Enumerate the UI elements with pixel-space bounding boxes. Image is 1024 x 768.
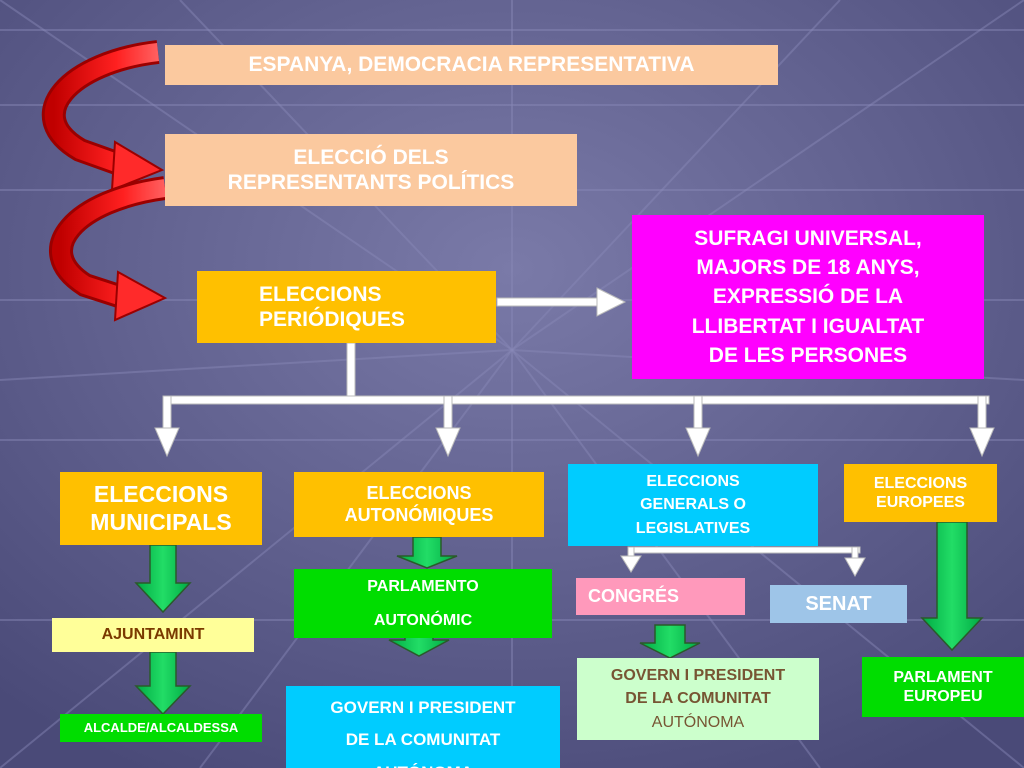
sufragi-text-5: DE LES PERSONES <box>708 344 908 368</box>
municipals-text-2: MUNICIPALS <box>90 508 232 535</box>
govern-auto-text-1: GOVERN I PRESIDENT <box>330 698 516 717</box>
europees-text-1: ELECCIONS <box>873 474 968 492</box>
congres-box: CONGRÉS <box>576 578 745 615</box>
govern-gen-text-2: DE LA COMUNITAT <box>625 690 771 708</box>
govern-gen-box: GOVERN I PRESIDENT DE LA COMUNITAT AUTÓN… <box>577 658 819 740</box>
congres-text: CONGRÉS <box>588 586 680 606</box>
municipals-text-1: ELECCIONS <box>93 480 229 507</box>
senat-box: SENAT <box>770 585 907 623</box>
senat-text: SENAT <box>805 593 872 615</box>
sufragi-text-4: LLIBERTAT I IGUALTAT <box>691 314 925 338</box>
europees-text-2: EUROPEES <box>876 494 965 511</box>
periodiques-text-1: ELECCIONS <box>259 282 382 306</box>
sufragi-text-3: EXPRESSIÓ DE LA <box>712 285 904 309</box>
autonomiques-text-2: AUTONÓMIQUES <box>344 504 494 525</box>
parlamento-box: PARLAMENTO AUTONÓMIC <box>294 569 552 638</box>
generals-box: ELECCIONS GENERALS O LEGISLATIVES <box>568 464 818 546</box>
govern-auto-text-2: DE LA COMUNITAT <box>345 730 501 750</box>
alcalde-box: ALCALDE/ALCALDESSA <box>60 714 262 742</box>
govern-gen-text-1: GOVERN I PRESIDENT <box>610 667 786 685</box>
generals-split-connector <box>620 546 866 578</box>
parlament-eu-text-2: EUROPEU <box>903 688 983 705</box>
sufragi-box: SUFRAGI UNIVERSAL, MAJORS DE 18 ANYS, EX… <box>632 215 984 379</box>
red-curved-arrow-1 <box>41 40 165 192</box>
alcalde-text: ALCALDE/ALCALDESSA <box>83 720 239 736</box>
europees-box: ELECCIONS EUROPEES <box>844 464 997 522</box>
parlamento-text-2: AUTONÓMIC <box>373 611 473 629</box>
generals-text-1: ELECCIONS <box>646 473 740 491</box>
periodiques-text-2: PERIÓDIQUES <box>259 308 405 331</box>
periodiques-box: ELECCIONS PERIÓDIQUES <box>197 271 496 343</box>
parlamento-text-1: PARLAMENTO <box>367 577 479 595</box>
arrow-to-sufragi <box>496 287 627 317</box>
eleccio-text-2: REPRESENTANTS POLÍTICS <box>227 171 515 194</box>
govern-gen-text-3: AUTÓNOMA <box>651 713 745 731</box>
red-curved-arrow-2 <box>49 176 168 322</box>
ajuntamint-text: AJUNTAMINT <box>101 626 205 644</box>
sufragi-text-2: MAJORS DE 18 ANYS, <box>696 255 920 279</box>
sufragi-text-1: SUFRAGI UNIVERSAL, <box>694 226 922 250</box>
parlament-eu-box: PARLAMENT EUROPEU <box>862 657 1024 717</box>
eleccio-text-1: ELECCIÓ DELS <box>293 145 449 169</box>
espanya-text: ESPANYA, DEMOCRACIA REPRESENTATIVA <box>248 53 695 77</box>
eleccio-box: ELECCIÓ DELS REPRESENTANTS POLÍTICS <box>165 134 577 206</box>
ajuntamint-box: AJUNTAMINT <box>52 618 254 652</box>
branch-tree <box>154 342 995 458</box>
green-arrows <box>134 521 984 716</box>
generals-text-3: LEGISLATIVES <box>635 519 751 537</box>
generals-text-2: GENERALS O <box>640 496 746 514</box>
govern-auto-box: GOVERN I PRESIDENT DE LA COMUNITAT AUTÓN… <box>286 686 560 768</box>
govern-auto-text-3: AUTÓNOMA <box>373 757 473 768</box>
parlament-eu-text-1: PARLAMENT <box>893 668 993 686</box>
municipals-box: ELECCIONS MUNICIPALS <box>60 472 262 545</box>
autonomiques-box: ELECCIONS AUTONÓMIQUES <box>294 472 544 537</box>
espanya-box: ESPANYA, DEMOCRACIA REPRESENTATIVA <box>165 45 778 85</box>
autonomiques-text-1: ELECCIONS <box>366 482 472 503</box>
